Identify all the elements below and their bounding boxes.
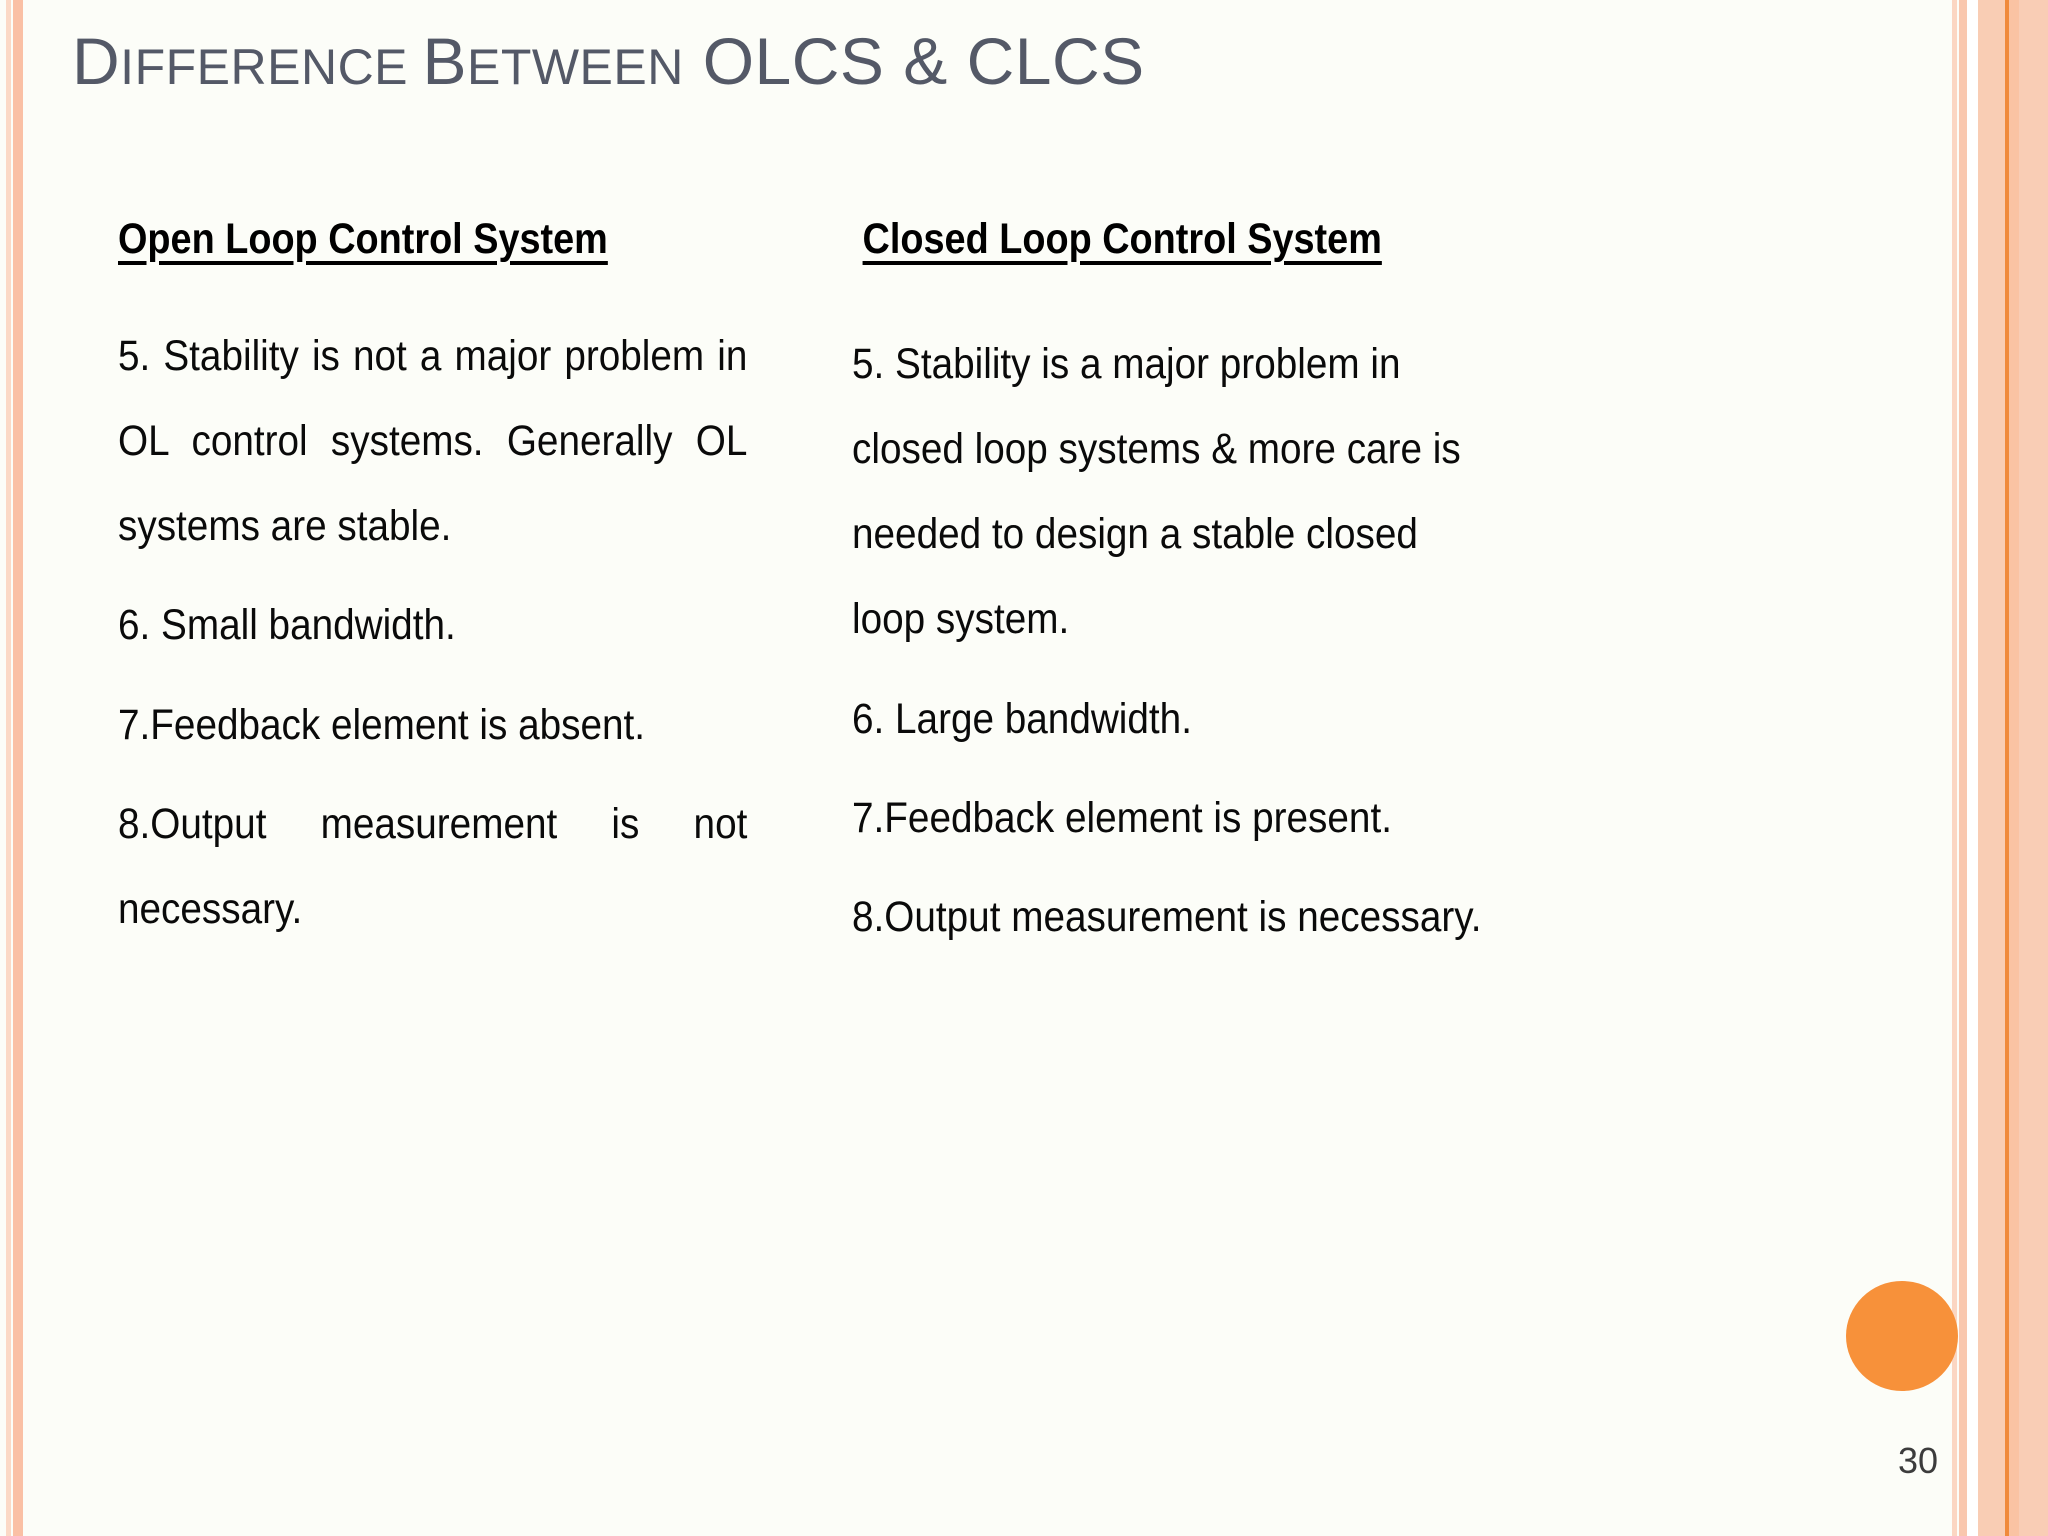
right-border-stripe-4 <box>2009 0 2019 1536</box>
right-border-stripe-1 <box>1952 0 1957 1536</box>
list-item: 8.Output measurement is necessary. <box>852 892 1482 941</box>
list-item: 5. Stability is a major problem in close… <box>852 340 1461 644</box>
right-border-stripe-2 <box>1959 0 1967 1536</box>
closed-loop-item-list: 5. Stability is a major problem in close… <box>852 322 1500 960</box>
right-border-stripe-gap <box>1967 0 1978 1536</box>
orange-circle-decoration <box>1846 1281 1958 1391</box>
list-item: 8.Output measurement is not necessary. <box>118 799 748 933</box>
list-item: 7.Feedback element is absent. <box>118 700 646 749</box>
title-segment: OLCS & CLCS <box>683 24 1145 98</box>
page-number: 30 <box>1898 1440 1939 1481</box>
list-item: 7.Feedback element is present. <box>852 793 1392 842</box>
column-open-loop: Open Loop Control System 5. Stability is… <box>118 215 748 952</box>
title-segment: D <box>72 24 121 98</box>
list-item: 6. Small bandwidth. <box>118 601 456 650</box>
title-segment: B <box>422 24 467 98</box>
slide-title: DIFFERENCE BETWEEN OLCS & CLCS <box>72 28 1145 94</box>
open-loop-item-list: 5. Stability is not a major problem in O… <box>118 314 748 952</box>
list-item: 5. Stability is not a major problem in O… <box>118 332 748 551</box>
title-segment <box>408 39 422 95</box>
right-border-stripe-5 <box>2019 0 2048 1536</box>
list-item: 6. Large bandwidth. <box>852 694 1192 743</box>
right-border-stripe-3 <box>1978 0 2005 1536</box>
right-border-stripe-accent-line <box>2005 0 2009 1536</box>
column-header-closed-loop: Closed Loop Control System <box>862 215 1382 263</box>
left-border-stripe-outer <box>6 0 11 1536</box>
title-segment: IFFERENCE <box>120 39 409 95</box>
column-header-open-loop: Open Loop Control System <box>118 215 608 263</box>
title-segment: ETWEEN <box>466 39 684 95</box>
column-closed-loop: Closed Loop Control System 5. Stability … <box>852 215 1500 960</box>
left-border-stripe-inner <box>13 0 23 1536</box>
